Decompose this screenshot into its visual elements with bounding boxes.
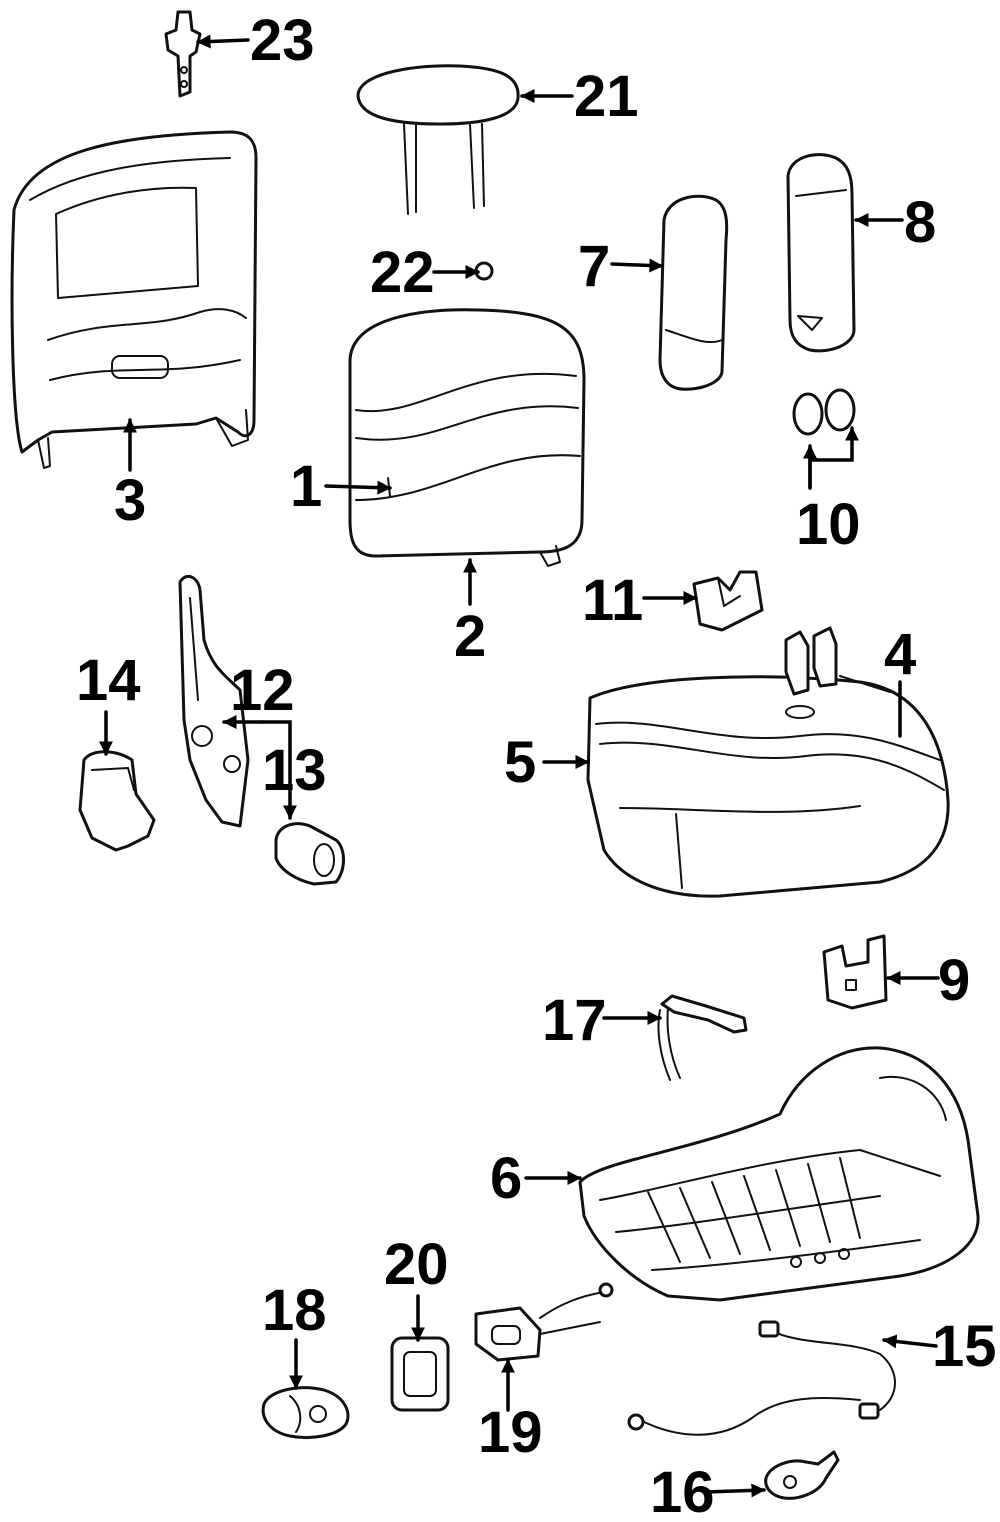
headrest-guide-23 bbox=[164, 10, 202, 98]
callout-2: 2 bbox=[454, 604, 486, 669]
callout-numbers: 23 21 22 3 1 2 7 8 10 11 4 5 12 13 14 9 … bbox=[76, 8, 997, 1522]
callout-9: 9 bbox=[938, 948, 970, 1013]
callout-21: 21 bbox=[574, 64, 639, 129]
knob-18 bbox=[261, 1386, 350, 1439]
harness-15 bbox=[627, 1320, 896, 1436]
callout-7: 7 bbox=[578, 234, 610, 299]
bracket-9 bbox=[822, 934, 888, 1010]
callout-11: 11 bbox=[582, 568, 643, 633]
callout-17: 17 bbox=[542, 988, 607, 1053]
callout-15: 15 bbox=[932, 1314, 997, 1379]
armrest-8 bbox=[786, 153, 856, 353]
seat-frame-6 bbox=[578, 1046, 980, 1302]
switch-19 bbox=[474, 1282, 614, 1362]
recliner-12 bbox=[178, 574, 250, 828]
callout-18: 18 bbox=[262, 1278, 327, 1343]
leader-lines bbox=[99, 34, 940, 1498]
callout-19: 19 bbox=[478, 1400, 543, 1465]
callout-14: 14 bbox=[76, 648, 141, 713]
cover-14 bbox=[78, 750, 156, 852]
sensor-16 bbox=[764, 1450, 840, 1500]
bracket-11 bbox=[692, 570, 764, 632]
strap-17 bbox=[657, 994, 748, 1081]
callout-22: 22 bbox=[370, 240, 435, 305]
callout-12: 12 bbox=[230, 658, 295, 723]
seat-back-frame-3 bbox=[10, 130, 258, 469]
hinge-4 bbox=[784, 626, 891, 696]
callout-13: 13 bbox=[262, 738, 327, 803]
frame-slats bbox=[647, 1157, 861, 1263]
bezel-20 bbox=[390, 1336, 450, 1412]
callout-10: 10 bbox=[796, 492, 861, 557]
callout-5: 5 bbox=[504, 730, 536, 795]
callout-8: 8 bbox=[904, 190, 936, 255]
seat-cushion-5 bbox=[586, 675, 950, 898]
armrest-7 bbox=[658, 194, 729, 391]
seat-back-cushion-2 bbox=[348, 308, 586, 567]
callout-16: 16 bbox=[650, 1460, 715, 1522]
covers-10 bbox=[792, 388, 856, 436]
lever-13 bbox=[274, 822, 345, 886]
callout-3: 3 bbox=[114, 468, 146, 533]
callout-1: 1 bbox=[290, 454, 322, 519]
callout-23: 23 bbox=[250, 8, 315, 73]
callout-6: 6 bbox=[490, 1146, 522, 1211]
callout-4: 4 bbox=[884, 622, 916, 687]
callout-20: 20 bbox=[384, 1232, 449, 1297]
headrest-21 bbox=[356, 64, 520, 215]
